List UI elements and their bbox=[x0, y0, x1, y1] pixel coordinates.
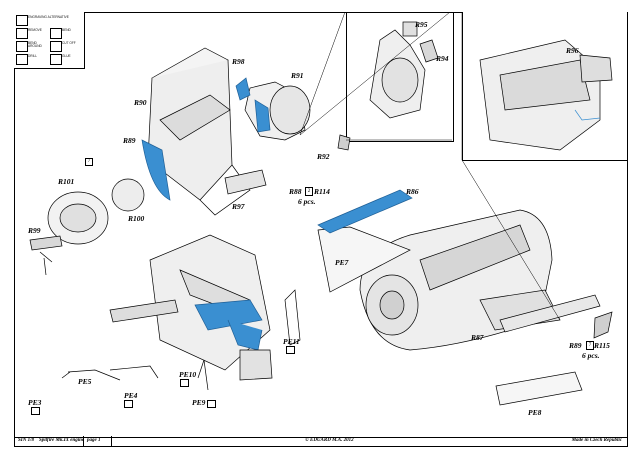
part-label-r87: R87 bbox=[471, 333, 484, 342]
part-label-r115: R115 bbox=[594, 341, 610, 350]
part-label-r91: R91 bbox=[291, 71, 304, 80]
legend-row: DRILL GLUE bbox=[16, 53, 82, 66]
made-in: Made in Czech Republic bbox=[571, 438, 622, 443]
bend-icon bbox=[50, 28, 62, 39]
remove-icon bbox=[16, 28, 28, 39]
footer-divider bbox=[83, 436, 84, 446]
glue-icon bbox=[50, 54, 62, 65]
check-box bbox=[31, 407, 40, 415]
part-label-r94: R94 bbox=[436, 54, 449, 63]
page-border bbox=[14, 12, 628, 438]
part-label-r98: R98 bbox=[232, 57, 245, 66]
check-box bbox=[207, 400, 216, 408]
part-label-pe3: PE3 bbox=[28, 398, 42, 407]
part-label-pe10: PE10 bbox=[179, 370, 197, 379]
sheet-code: SIN 1/8 bbox=[18, 438, 34, 443]
part-label-r89: R89 bbox=[123, 136, 136, 145]
part-label-r95: R95 bbox=[415, 20, 428, 29]
legend-row: ENGRAVING ALTERNATIVE bbox=[16, 14, 82, 27]
part-label-pe4: PE4 bbox=[124, 391, 138, 400]
part-label-r90: R90 bbox=[134, 98, 147, 107]
drill-icon bbox=[16, 54, 28, 65]
part-label-r88: R88 bbox=[289, 187, 302, 196]
part-label-pe9: PE9 bbox=[192, 398, 206, 407]
legend-row: BEND AROUND CUT OFF bbox=[16, 40, 82, 53]
quantity-box: 2 bbox=[305, 187, 313, 196]
part-label-pe8: PE8 bbox=[528, 408, 542, 417]
copyright: © EDUARD M.A. 2012 bbox=[305, 438, 354, 443]
sheet-title: Spitfire Mk.IX engine bbox=[39, 438, 85, 443]
part-label-r114: R114 bbox=[314, 187, 330, 196]
legend-label: BEND bbox=[62, 28, 71, 32]
part-label-r97: R97 bbox=[232, 202, 245, 211]
legend-row: REMOVE BEND bbox=[16, 27, 82, 40]
part-label-r89-bottom: R89 bbox=[569, 341, 582, 350]
symbol-legend: ENGRAVING ALTERNATIVE REMOVE BEND BEND A… bbox=[14, 12, 85, 69]
part-label-r100: R100 bbox=[128, 214, 145, 223]
quantity-box: 7 bbox=[85, 158, 93, 166]
legend-label: ENGRAVING ALTERNATIVE bbox=[28, 15, 69, 19]
cut-off-icon bbox=[50, 41, 62, 52]
part-label-r101: R101 bbox=[58, 177, 75, 186]
quantity-box: 7 bbox=[586, 341, 594, 350]
engraving-icon bbox=[16, 15, 28, 26]
page-footer: SIN 1/8 Spitfire Mk.IX engine page 1 © E… bbox=[14, 436, 628, 447]
check-box bbox=[180, 379, 189, 387]
bend-around-icon bbox=[16, 41, 28, 52]
legend-label: REMOVE bbox=[28, 28, 42, 32]
part-label-r96: R96 bbox=[566, 46, 579, 55]
check-box bbox=[286, 346, 295, 354]
part-label-pe5: PE5 bbox=[78, 377, 92, 386]
legend-label: BEND AROUND bbox=[28, 41, 42, 49]
legend-label: DRILL bbox=[28, 54, 38, 58]
part-label-r86: R86 bbox=[406, 187, 419, 196]
legend-label: CUT OFF bbox=[62, 41, 76, 45]
part-label-pe11: PE11 bbox=[283, 337, 300, 346]
part-label-r99: R99 bbox=[28, 226, 41, 235]
legend-label: GLUE bbox=[62, 54, 71, 58]
footer-divider bbox=[111, 436, 112, 446]
quantity-label: 6 pcs. bbox=[298, 197, 316, 206]
part-label-pe7: PE7 bbox=[335, 258, 349, 267]
quantity-label: 6 pcs. bbox=[582, 351, 600, 360]
part-label-r92: R92 bbox=[317, 152, 330, 161]
check-box bbox=[124, 400, 133, 408]
page-number: page 1 bbox=[87, 438, 101, 443]
